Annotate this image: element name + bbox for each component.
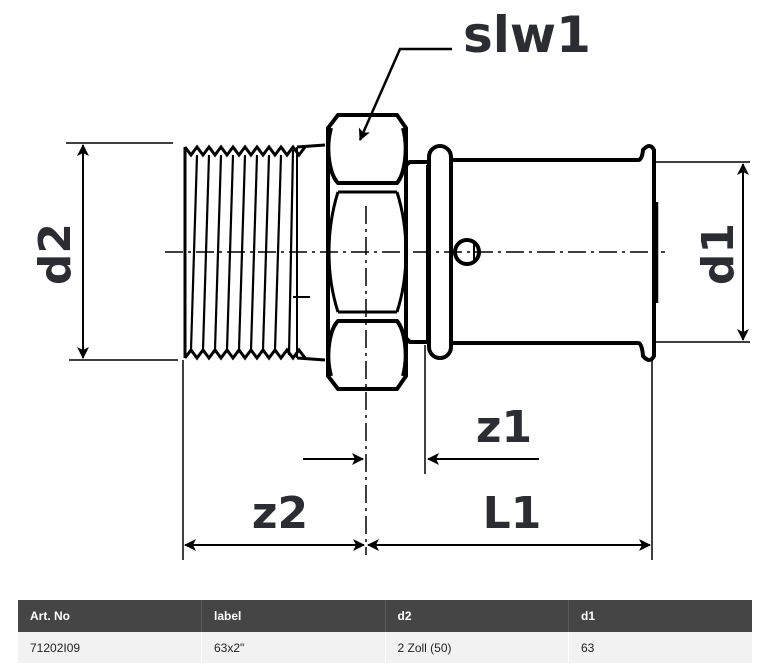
- press-sleeve: [403, 144, 659, 362]
- cell-label: 63x2": [201, 632, 386, 663]
- leader-slw1: [358, 47, 452, 141]
- dimension-d2: [66, 142, 178, 361]
- label-d2: d2: [30, 223, 81, 285]
- column-header-d2: d2: [385, 600, 569, 632]
- label-slw1: slw1: [463, 6, 591, 64]
- label-L1: L1: [483, 488, 542, 539]
- cell-d1: 63: [568, 632, 752, 663]
- technical-drawing: d2 d1 slw1 z1 z2 L1: [30, 6, 750, 560]
- column-header-label: label: [201, 600, 386, 632]
- male-thread: [183, 143, 326, 362]
- extension-lines: [182, 345, 653, 560]
- table-row: 71202I09 63x2" 2 Zoll (50) 63: [18, 632, 752, 663]
- cell-d2: 2 Zoll (50): [385, 632, 569, 663]
- label-z1: z1: [476, 402, 532, 453]
- label-d1: d1: [693, 223, 744, 285]
- dimension-d1: [656, 161, 750, 343]
- label-z2: z2: [252, 488, 308, 539]
- column-header-d1: d1: [568, 600, 752, 632]
- cell-art-no: 71202I09: [18, 632, 202, 663]
- table-header-row: Art. No label d2 d1: [18, 600, 752, 632]
- column-header-art-no: Art. No: [18, 600, 202, 632]
- spec-table: Art. No label d2 d1 71202I09 63x2" 2 Zol…: [18, 600, 752, 663]
